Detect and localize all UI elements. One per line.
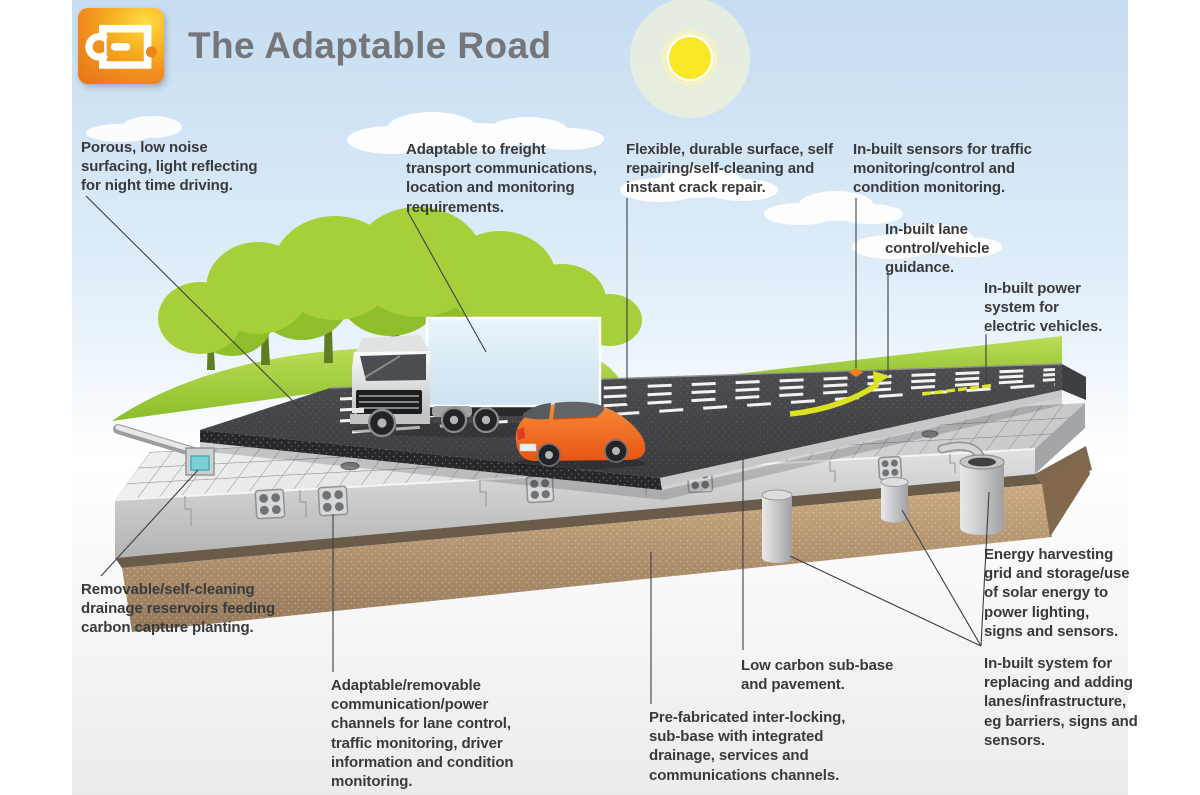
page-title: The Adaptable Road (188, 25, 552, 66)
clouds (86, 112, 1002, 259)
asphalt-end-cap (1062, 364, 1086, 400)
cloud-icon (86, 116, 182, 142)
leader-lines (85, 195, 990, 704)
annotation-freight-transport: Adaptable to freight transport communica… (406, 141, 597, 216)
truck-trailer (425, 316, 602, 408)
drainage-channel (113, 424, 215, 476)
annotation-lane-control: In-built lane control/vehicle guidance. (885, 221, 990, 277)
support-pillars (761, 477, 909, 563)
annotation-power-system: In-built power system for electric vehic… (984, 280, 1103, 336)
leader-line (85, 195, 309, 417)
leader-line (100, 469, 199, 577)
annotation-replacement-system: In-built system for replacing and adding… (984, 655, 1138, 749)
cloud-icon (620, 166, 778, 202)
annotation-porous-surfacing: Porous, low noise surfacing, light refle… (81, 139, 258, 195)
lane-guidance-arrow (789, 371, 890, 417)
slab-side-face (1035, 403, 1085, 474)
car-rear-window (523, 403, 551, 420)
annotation-durable-surface: Flexible, durable surface, self repairin… (626, 141, 833, 197)
annotation-drainage-reservoirs: Removable/self-cleaning drainage reservo… (81, 581, 276, 637)
traffic-sensor (849, 368, 863, 377)
earth-layer (115, 446, 1092, 632)
sun-icon (630, 0, 750, 118)
truck-cab (350, 335, 500, 438)
slab-front-face (115, 449, 1035, 558)
car-side-windows (553, 401, 605, 419)
leader-line (901, 509, 982, 647)
interlocking-channel-blocks (254, 455, 903, 520)
cloud-icon (852, 224, 1002, 259)
orange-car (514, 401, 646, 469)
annotation-energy-harvesting: Energy harvesting grid and storage/use o… (984, 546, 1130, 640)
annotation-low-carbon: Low carbon sub-base and pavement. (741, 657, 894, 694)
header: The Adaptable Road (78, 8, 552, 84)
annotation-comm-channels: Adaptable/removable communication/power … (331, 677, 514, 790)
car-plate (519, 443, 537, 452)
cloud-icon (764, 191, 903, 225)
annotation-traffic-sensors: In-built sensors for traffic monitoring/… (853, 141, 1032, 197)
leader-line (407, 211, 487, 353)
leader-line (789, 555, 982, 647)
annotation-prefabricated: Pre-fabricated inter-locking, sub-base w… (649, 709, 846, 784)
power-strip (921, 383, 992, 396)
leader-line (980, 491, 990, 647)
energy-storage-cylinder (937, 441, 1005, 535)
car-taillight (517, 427, 525, 440)
cloud-icon (347, 112, 604, 154)
curb-edge (660, 390, 1062, 486)
adaptable-road-logo-icon (78, 8, 164, 84)
